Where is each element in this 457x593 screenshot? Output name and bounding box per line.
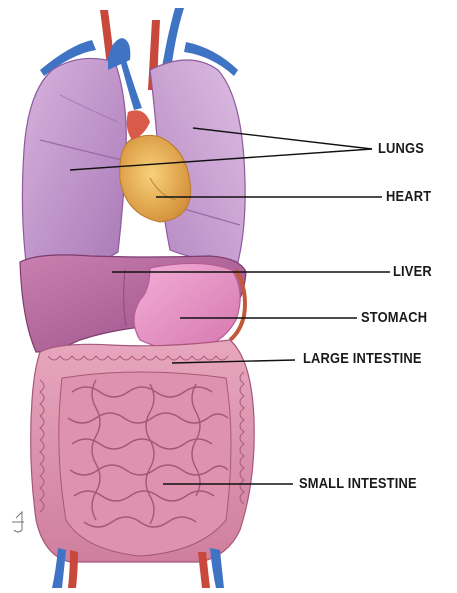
label-stomach: STOMACH xyxy=(361,309,427,327)
label-lungs: LUNGS xyxy=(378,140,424,158)
stomach xyxy=(134,263,245,350)
small-intestine xyxy=(59,372,231,556)
artist-signature xyxy=(12,512,24,532)
label-heart: HEART xyxy=(386,188,431,206)
label-large-intestine: LARGE INTESTINE xyxy=(303,350,422,368)
label-liver: LIVER xyxy=(393,263,432,281)
label-small-intestine: SMALL INTESTINE xyxy=(299,475,417,493)
